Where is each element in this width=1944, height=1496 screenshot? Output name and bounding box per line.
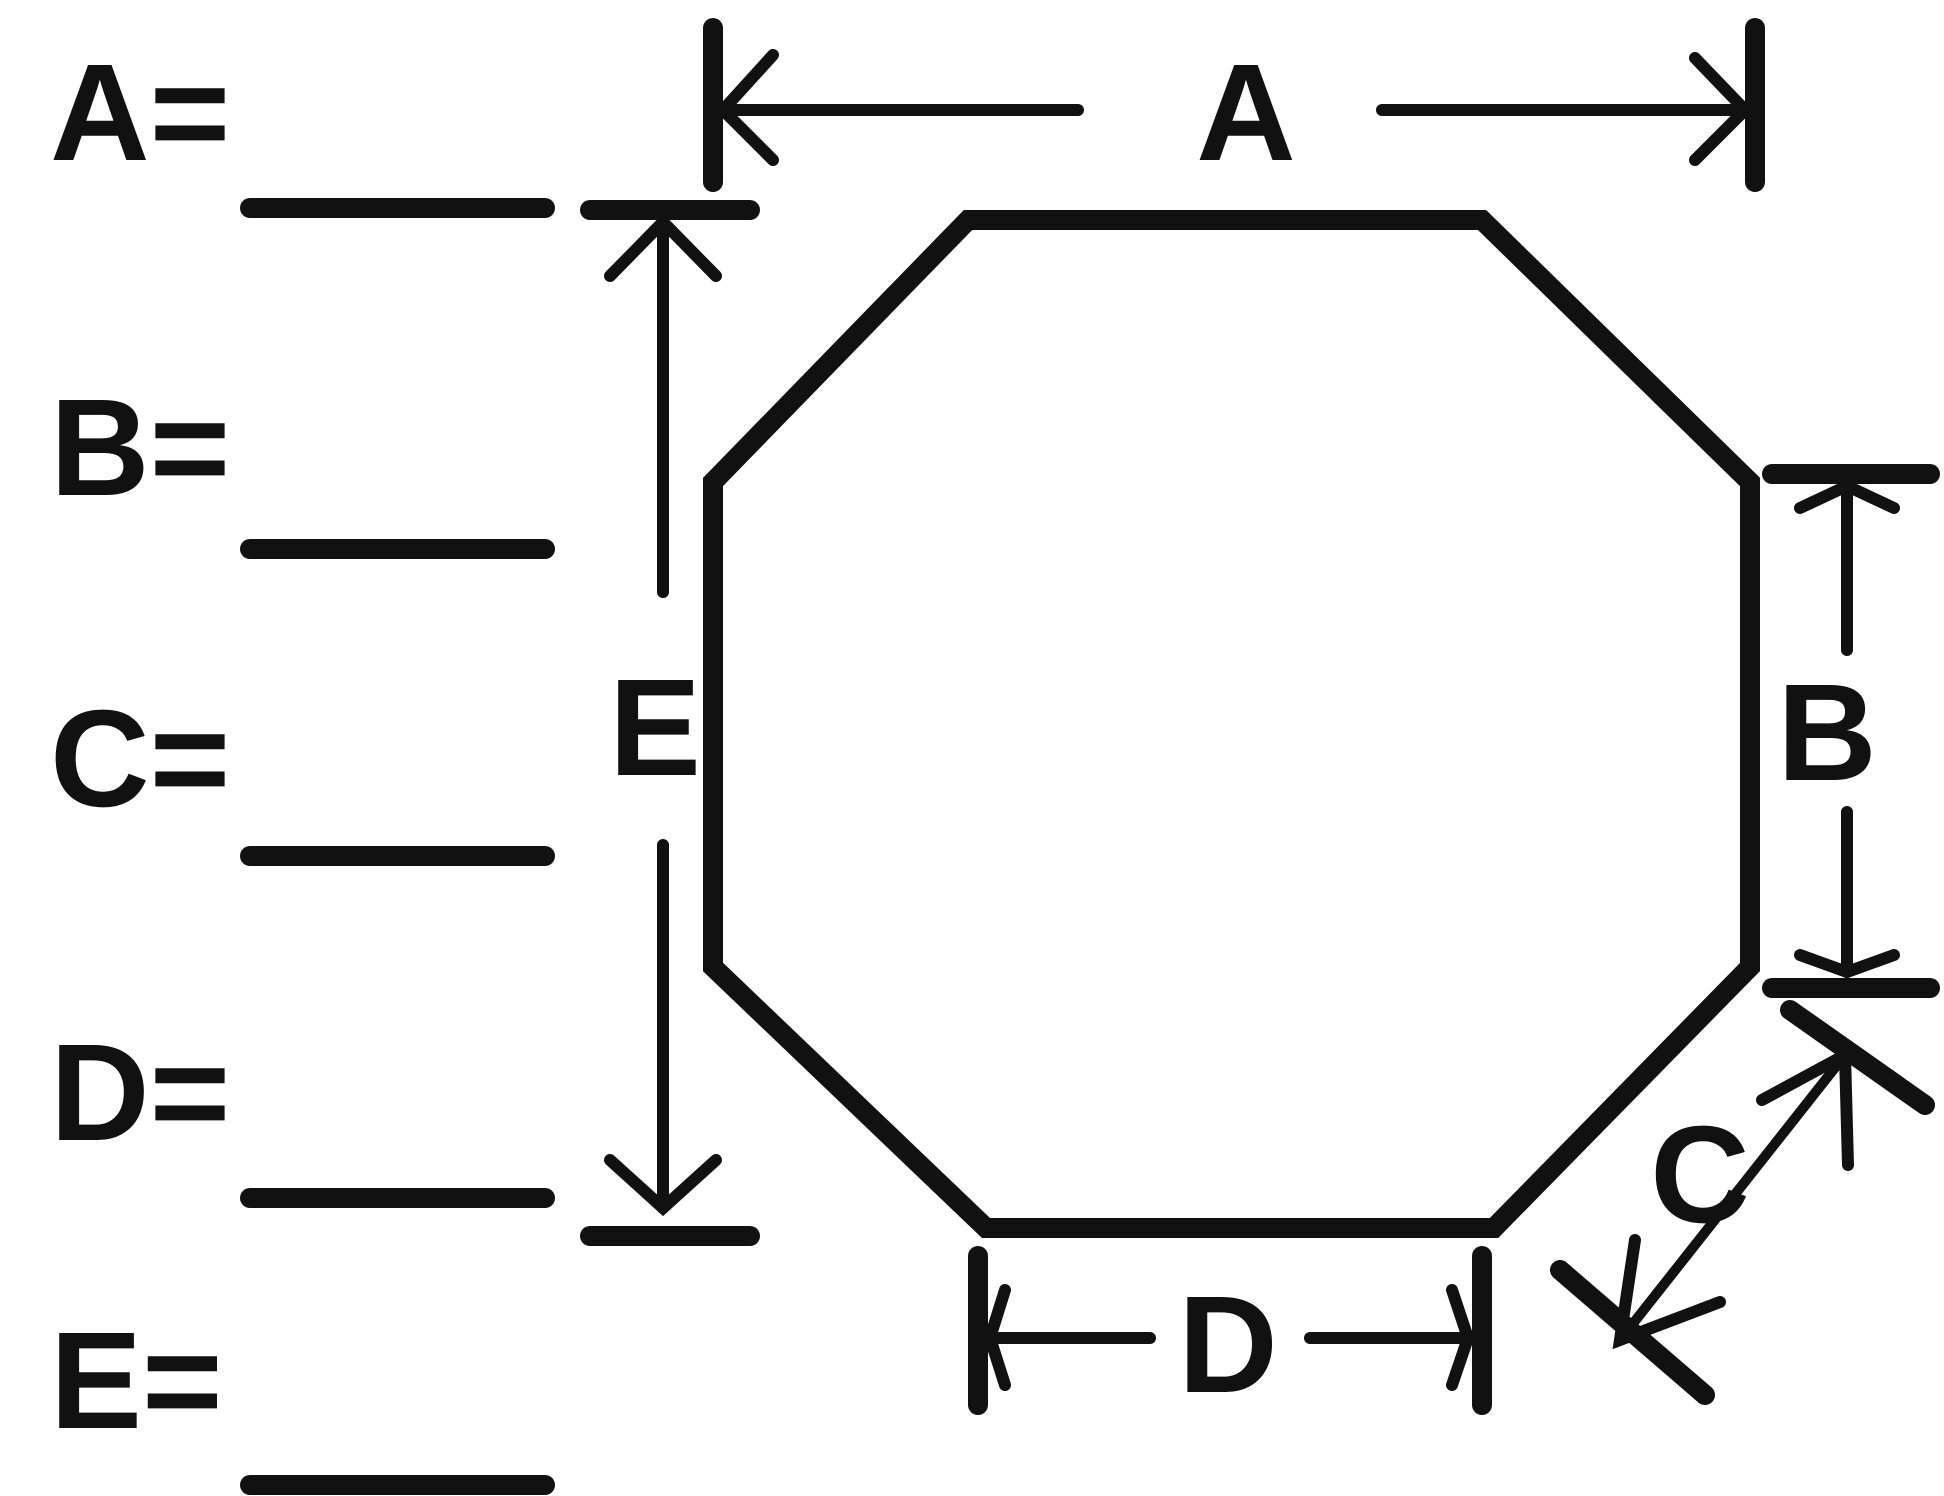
field-label-d: D= (50, 1016, 230, 1170)
dimension-b-label: B (1777, 656, 1877, 810)
dimension-c-label: C (1650, 1098, 1750, 1252)
field-label-e: E= (50, 1304, 223, 1458)
dimension-d: D (968, 1246, 1492, 1422)
field-label-a: A= (50, 36, 230, 190)
dimension-d-label: D (1178, 1268, 1278, 1422)
field-label-b: B= (50, 371, 230, 525)
dimension-a: A (703, 18, 1765, 192)
dimension-a-label: A (1196, 36, 1296, 190)
answer-form: A= B= C= D= E= (50, 36, 555, 1495)
octagon-shape (703, 210, 1760, 1238)
field-label-c: C= (50, 682, 230, 836)
dimension-b: B (1762, 464, 1940, 998)
dimension-c: C (1550, 1000, 1935, 1405)
dimension-e-label: E (609, 651, 701, 805)
dimension-e: E (580, 200, 760, 1246)
